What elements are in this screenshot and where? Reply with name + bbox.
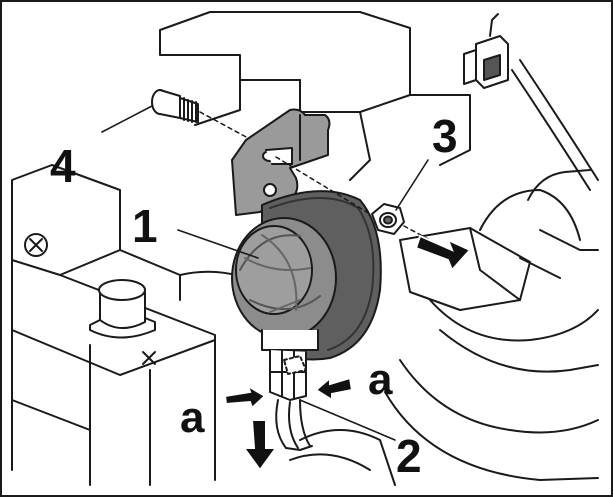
callout-a-left: a [180, 393, 205, 442]
wiring-connector-top-right [463, 13, 509, 89]
bolt [151, 89, 199, 123]
arrow-right-icon [414, 234, 472, 272]
leader-line-2 [299, 399, 396, 441]
leader-line-3 [395, 159, 429, 211]
leader-line-1 [177, 229, 259, 259]
leader-line-4 [101, 105, 153, 133]
minus-symbol-icon [29, 238, 43, 252]
arrow-down-icon [242, 419, 278, 472]
arrows [223, 234, 472, 472]
flange-nut [371, 203, 405, 235]
press-arrow-left-icon [223, 383, 267, 410]
engine-bay-background [159, 11, 599, 486]
callout-3: 3 [432, 110, 458, 162]
callout-2: 2 [396, 430, 422, 482]
callout-4: 4 [50, 140, 76, 192]
callout-a-right: a [368, 355, 393, 404]
press-arrow-right-icon [314, 375, 354, 402]
horn-connector [269, 349, 313, 451]
plus-symbol-icon [142, 351, 156, 365]
leader-lines [101, 105, 429, 441]
callout-1: 1 [132, 200, 158, 252]
battery [11, 164, 241, 486]
horn [231, 190, 382, 361]
